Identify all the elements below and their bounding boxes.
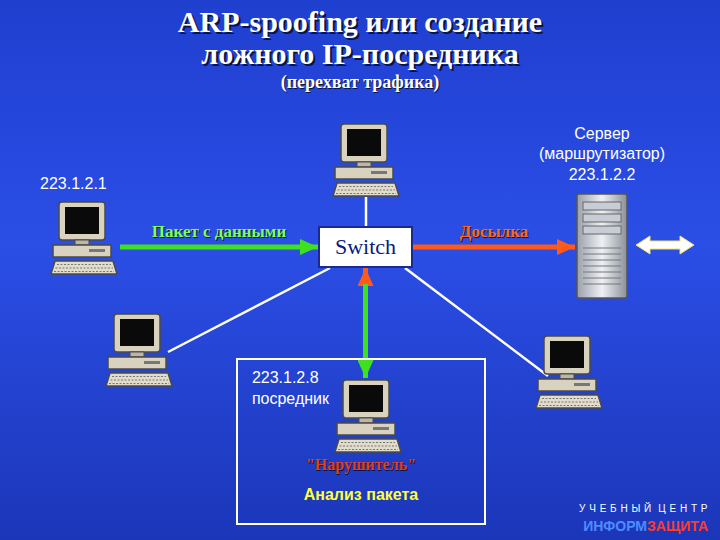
server-caption: Сервер (маршрутизатор)223.1.2.2 (532, 124, 672, 186)
connector-arrow (363, 284, 368, 378)
edge-label: Досылка (460, 222, 529, 242)
node-text: 223.1.2.1 (40, 174, 107, 195)
logo-text: ИНФОРМ (583, 518, 647, 534)
node-text: Switch (335, 234, 396, 260)
host-computer: 223.1.2.1 (48, 200, 120, 276)
intruder-computer: 223.1.2.8 посредник (333, 378, 403, 454)
edge-label: Пакет с данными (152, 222, 286, 242)
logo-text: У Ч Е Б Н Ы Й Ц Е Н Т Р (579, 503, 708, 514)
logo-row: ИНФОРМЗАЩИТА (583, 518, 708, 534)
node-text: 223.1.2.8 посредник (252, 368, 329, 410)
subtitle: (перехват трафика) (0, 72, 720, 93)
switch-box: Switch (318, 226, 413, 268)
server-node: Сервер (маршрутизатор)223.1.2.2 (575, 192, 629, 300)
server-icon (575, 192, 629, 300)
computer-icon (333, 378, 403, 454)
connector-arrow (413, 245, 575, 250)
computer-icon (48, 200, 120, 276)
node-text: Сервер (маршрутизатор) (532, 124, 672, 166)
logo-text: ЗАЩИТА (647, 518, 708, 534)
connector-arrow (120, 245, 318, 250)
slide-title: ARP-spoofing или создание ложного IP-пос… (140, 6, 580, 69)
node-text: Анализ пакета (238, 486, 484, 504)
node-text: "Нарушитель" (238, 456, 484, 474)
intruder-region: "Нарушитель" Анализ пакета 223.1.2.8 посре… (236, 358, 486, 525)
connector-arrow (363, 268, 368, 378)
node-text: 223.1.2.2 (532, 165, 672, 186)
